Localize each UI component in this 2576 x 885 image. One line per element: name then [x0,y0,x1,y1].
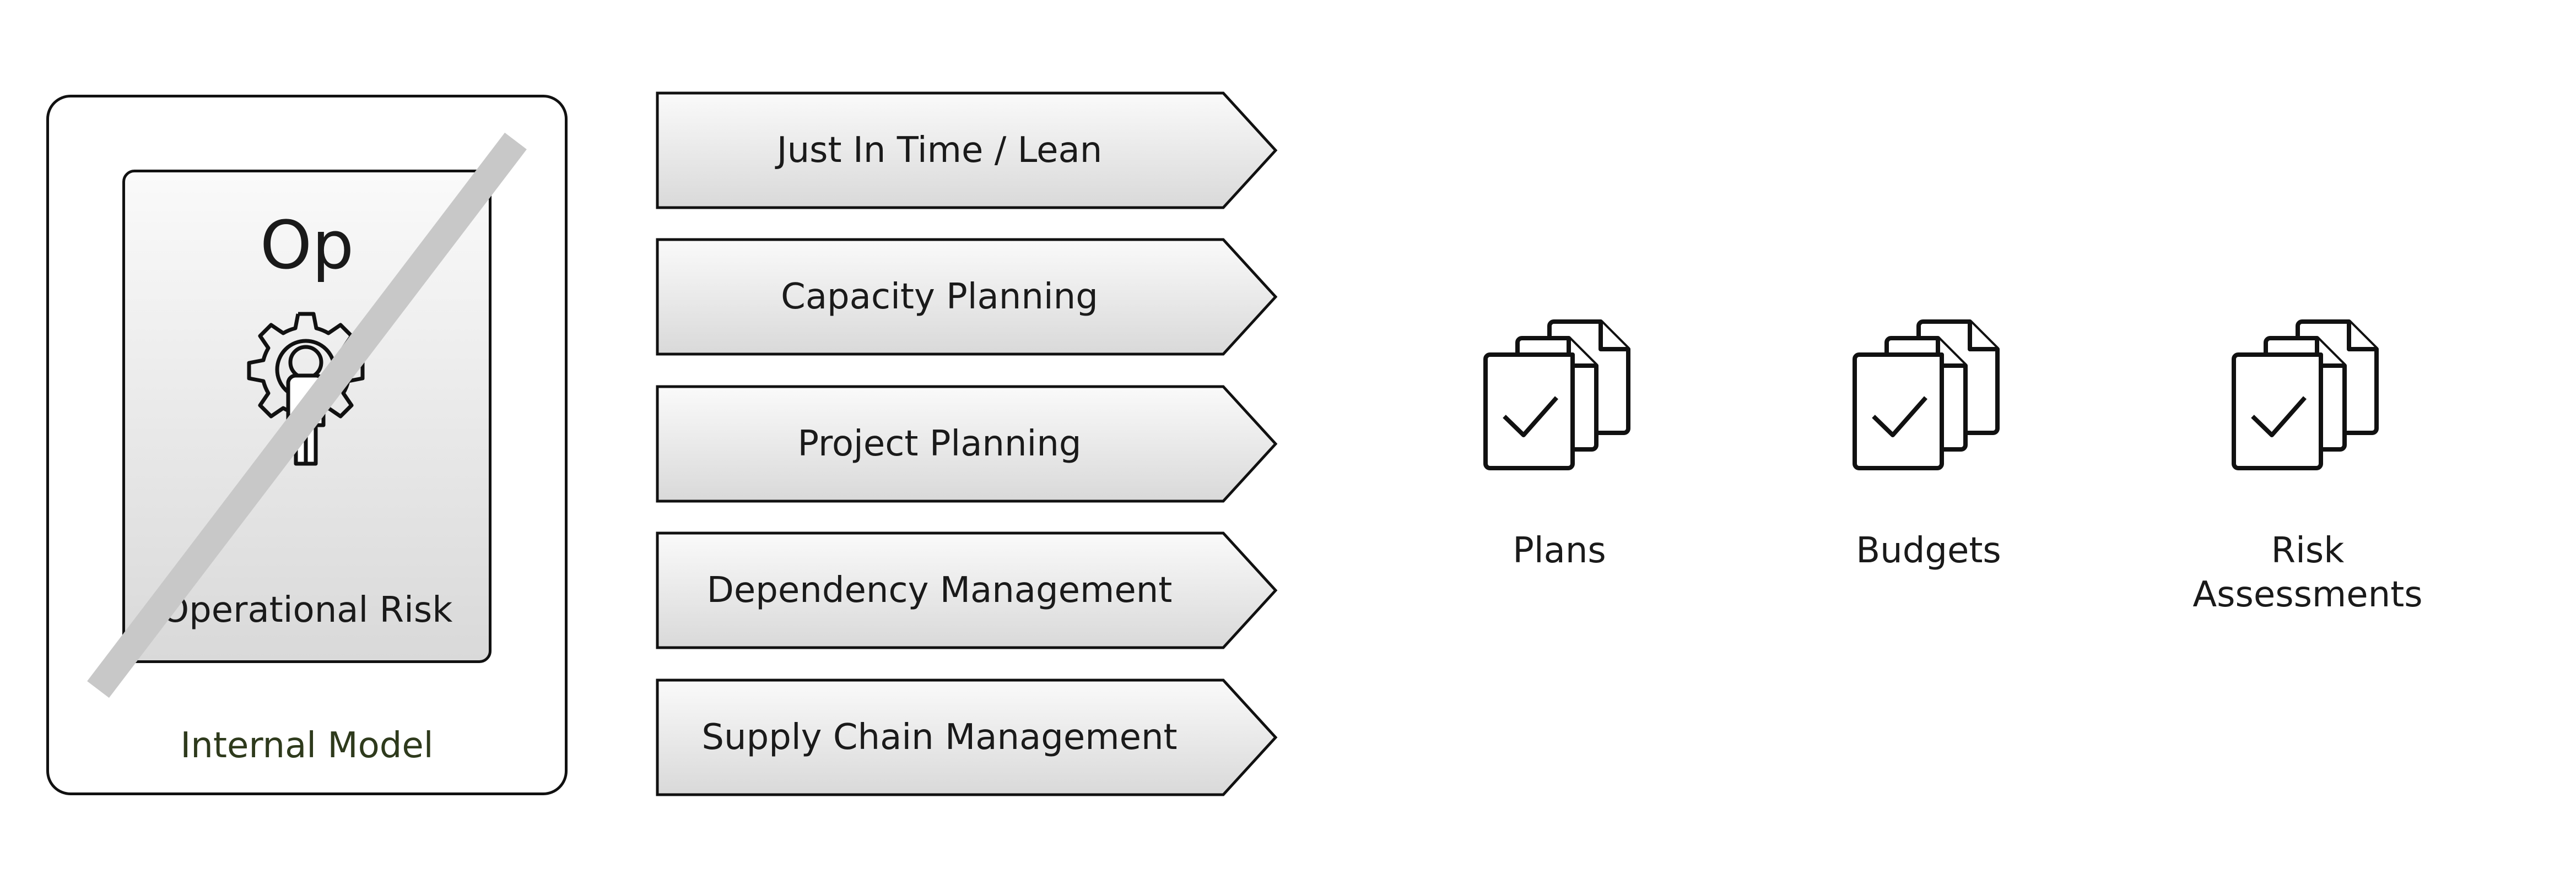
approved-documents-icon [1483,319,1630,470]
gear-person-icon [247,312,365,466]
output-label: Risk Assessments [2192,530,2423,615]
output-label: Plans [1513,530,1606,571]
approved-documents-icon [1853,319,2000,470]
process-label: Just In Time / Lean [776,130,1103,171]
process-label: Dependency Management [706,570,1173,611]
module-abbreviation: Op [260,208,354,284]
process-label: Capacity Planning [781,276,1098,317]
approved-documents-icon [2232,319,2379,470]
process-label: Supply Chain Management [701,717,1178,758]
output-label: Budgets [1856,530,2001,571]
module-name: Operational Risk [161,590,453,631]
process-label: Project Planning [797,424,1082,464]
internal-model-title: Internal Model [180,725,434,766]
